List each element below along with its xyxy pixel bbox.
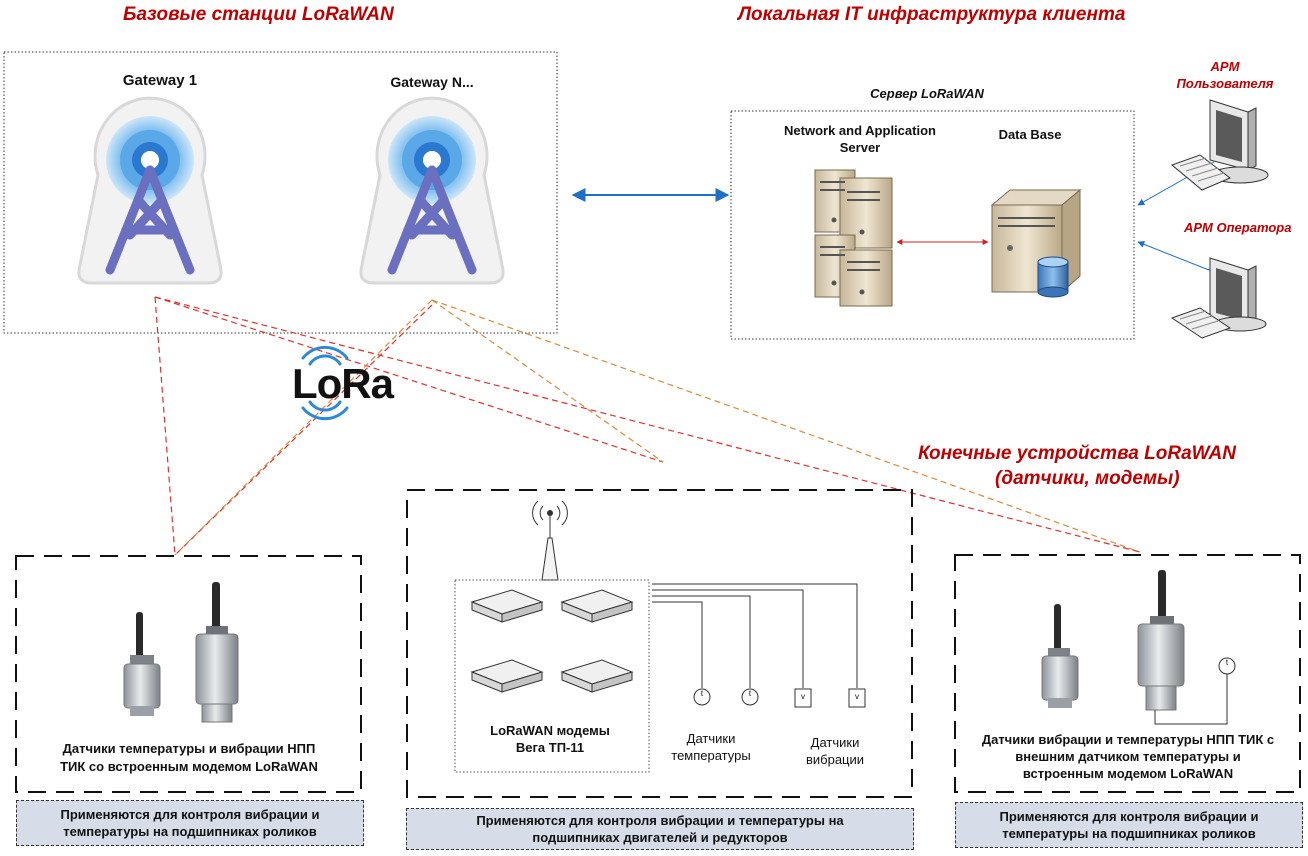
modem-antenna-icon	[532, 500, 568, 581]
modem-devices	[470, 589, 634, 693]
external-temp-wire	[1154, 674, 1228, 725]
operator-ws-link	[1137, 241, 1215, 273]
server-box	[730, 110, 1135, 340]
database-label: Data Base	[998, 127, 1062, 142]
right-note-line2: температуры на подшипниках роликов	[1002, 826, 1256, 841]
database-icon	[990, 188, 1082, 298]
server-title: Сервер LoRaWAN	[870, 86, 984, 101]
left-group-caption: Датчики температуры и вибрации НПП ТИК с…	[20, 740, 358, 776]
right-caption-line2: внешним датчиком температуры и	[1015, 749, 1241, 764]
left-group-note: Применяются для контроля вибрации и темп…	[16, 800, 364, 846]
user-ws-label-line2: Пользователя	[1176, 76, 1274, 91]
right-note-line1: Применяются для контроля вибрации и	[999, 809, 1259, 824]
temp-sensor-1	[693, 688, 711, 706]
center-note-line2: подшипниках двигателей и редукторов	[532, 830, 788, 845]
right-sensor-large-icon	[1137, 570, 1185, 711]
sensor-wires	[652, 583, 858, 688]
right-group-note: Применяются для контроля вибрации и темп…	[955, 802, 1303, 848]
right-group-caption: Датчики вибрации и температуры НПП ТИК с…	[958, 731, 1298, 782]
modems-label: LoRaWAN модемы Вега ТП-11	[470, 722, 630, 756]
vib-sensor-2-label: v	[855, 692, 859, 701]
center-group-note: Применяются для контроля вибрации и темп…	[406, 808, 914, 850]
base-stations-box	[3, 51, 558, 334]
user-ws-label: АРМ Пользователя	[1150, 58, 1300, 92]
left-note-line1: Применяются для контроля вибрации и	[60, 807, 320, 822]
network-server-label-line1: Network and Application	[784, 123, 936, 138]
center-group-box	[406, 489, 913, 798]
temp-sensor-1-label: t	[700, 689, 704, 698]
radio-links	[154, 296, 1141, 556]
lora-logo-waves	[301, 345, 349, 421]
temp-sensor-2	[741, 688, 759, 706]
network-server-label: Network and Application Server	[770, 122, 950, 156]
vib-sensor-1-label: v	[801, 692, 805, 701]
left-sensor-large-icon	[195, 582, 239, 723]
gateway-1-label: Gateway 1	[122, 72, 198, 89]
heading-base-stations: Базовые станции LoRaWAN	[123, 4, 394, 25]
operator-ws-label: АРМ Оператора	[1184, 220, 1292, 235]
right-sensor-small-icon	[1041, 604, 1079, 708]
left-group-box	[15, 555, 362, 793]
modems-label-line1: LoRaWAN модемы	[490, 723, 610, 738]
modems-box	[454, 579, 650, 773]
center-note-line1: Применяются для контроля вибрации и темп…	[476, 813, 844, 828]
heading-end-devices-sub: (датчики, модемы)	[995, 468, 1180, 489]
vib-sensor-1	[794, 688, 812, 708]
vib-sensors-label-line1: Датчики	[810, 735, 860, 750]
network-server-label-line2: Server	[839, 140, 881, 155]
temp-sensor-2-label: t	[748, 689, 752, 698]
vib-sensors-label-line2: вибрации	[805, 752, 865, 767]
right-group-box	[954, 554, 1301, 793]
vib-sensors-label: Датчики вибрации	[790, 734, 880, 768]
modems-label-line2: Вега ТП-11	[515, 740, 585, 755]
network-server-icon	[814, 169, 893, 307]
left-caption-line2: ТИК со встроенным модемом LoRaWAN	[60, 759, 318, 774]
vib-sensor-2	[848, 688, 866, 708]
temp-sensors-label: Датчики температуры	[656, 730, 766, 764]
left-note-line2: температуры на подшипниках роликов	[63, 824, 317, 839]
external-temp-sensor-label: t	[1225, 658, 1229, 667]
gateway-1-icon	[77, 96, 223, 285]
right-caption-line1: Датчики вибрации и температуры НПП ТИК с	[981, 732, 1275, 747]
temp-sensors-label-line1: Датчики	[686, 731, 736, 746]
gateway-n-icon	[359, 96, 505, 285]
left-caption-line1: Датчики температуры и вибрации НПП	[62, 741, 316, 756]
right-caption-line3: встроенным модемом LoRaWAN	[1022, 766, 1234, 781]
lora-logo: LoRa	[292, 360, 394, 407]
heading-local-it: Локальная IT инфраструктура клиента	[738, 4, 1126, 25]
user-ws-label-line1: АРМ	[1210, 59, 1240, 74]
temp-sensors-label-line2: температуры	[671, 748, 751, 763]
operator-computer-icon	[1170, 257, 1267, 339]
left-sensor-small-icon	[123, 612, 161, 716]
gateway-n-label: Gateway N...	[390, 74, 474, 90]
external-temp-sensor	[1218, 657, 1236, 675]
heading-end-devices: Конечные устройства LoRaWAN	[918, 443, 1236, 464]
user-computer-icon	[1171, 99, 1269, 191]
